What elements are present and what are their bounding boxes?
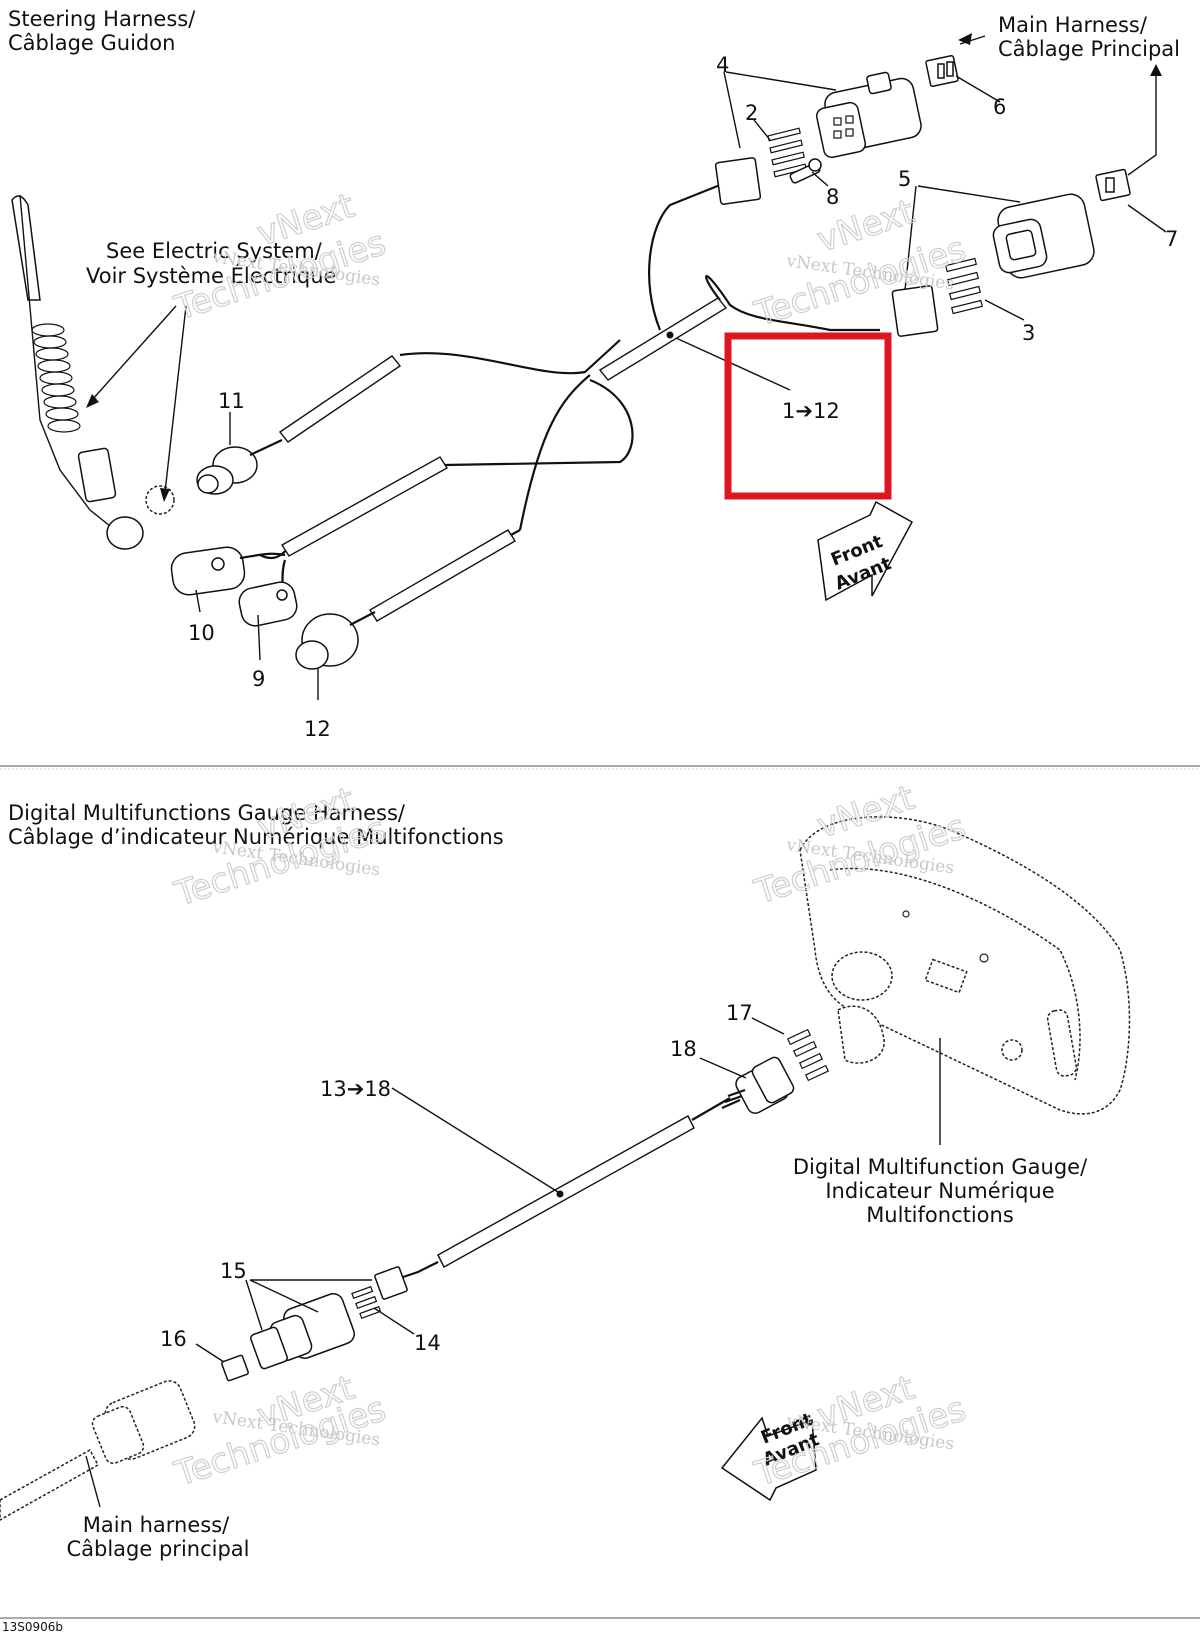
connector-18 <box>721 1056 795 1114</box>
main-harness-label-bottom-en: Main harness/ <box>83 1513 230 1537</box>
terminals-17 <box>786 1028 830 1082</box>
main-harness-connector <box>0 1380 196 1521</box>
connector-14-housing <box>374 1266 408 1300</box>
gauge-label-line3: Multifonctions <box>866 1203 1014 1227</box>
steering-harness-title-en: Steering Harness/ <box>8 7 196 31</box>
sensor-10 <box>170 546 286 596</box>
figure-code: 13S0906b <box>2 1620 63 1634</box>
connector-6-wedge <box>925 54 959 88</box>
callout-8: 8 <box>826 185 839 209</box>
callout-13-18: 13➔18 <box>320 1077 391 1101</box>
connector-15 <box>250 1293 355 1370</box>
callout-15: 15 <box>220 1259 247 1283</box>
gauge-harness-title-fr: Câblage d’indicateur Numérique Multifonc… <box>8 825 504 849</box>
callout-17: 17 <box>726 1001 753 1025</box>
callout-1-12: 1➔12 <box>782 399 840 423</box>
main-harness-label-fr: Câblage Principal <box>998 37 1180 61</box>
callout-7: 7 <box>1165 227 1178 251</box>
terminals-14 <box>351 1285 382 1320</box>
gauge-label-line2: Indicateur Numérique <box>825 1179 1054 1203</box>
top-section: Steering Harness/ Câblage Guidon Main Ha… <box>8 7 1180 741</box>
callout-10: 10 <box>188 621 215 645</box>
see-electric-label-fr: Voir Système Électrique <box>86 263 336 288</box>
steering-harness-title-fr: Câblage Guidon <box>8 31 175 55</box>
callout-11: 11 <box>218 389 245 413</box>
highlight-box <box>724 332 892 500</box>
terminals-3 <box>944 257 984 315</box>
sensor-11 <box>196 439 283 495</box>
callout-18: 18 <box>670 1037 697 1061</box>
front-direction-arrow: Front Avant <box>817 500 914 602</box>
gauge-label-line1: Digital Multifunction Gauge/ <box>793 1155 1088 1179</box>
callout-2: 2 <box>745 101 758 125</box>
main-harness-label-en: Main Harness/ <box>998 13 1148 37</box>
callout-9: 9 <box>252 667 265 691</box>
callout-14: 14 <box>414 1331 441 1355</box>
main-harness-label-bottom-fr: Câblage principal <box>66 1537 249 1561</box>
gauge-harness-wire <box>399 1097 731 1280</box>
connector-4 <box>714 71 922 205</box>
connector-7-wedge <box>1095 168 1131 202</box>
callout-6: 6 <box>993 95 1006 119</box>
callout-5: 5 <box>898 167 911 191</box>
see-electric-label-en: See Electric System/ <box>106 239 323 263</box>
steering-coil-cable <box>11 194 175 550</box>
digital-multifunction-gauge <box>799 816 1131 1115</box>
connector-16-wedge <box>221 1354 249 1382</box>
callout-4: 4 <box>716 53 729 77</box>
connector-5 <box>891 193 1095 337</box>
callout-12: 12 <box>304 717 331 741</box>
gauge-harness-title-en: Digital Multifunctions Gauge Harness/ <box>8 801 406 825</box>
steering-harness-wires <box>259 183 880 622</box>
callout-16: 16 <box>160 1327 187 1351</box>
sensor-9 <box>238 581 298 627</box>
bottom-section: Digital Multifunctions Gauge Harness/ Câ… <box>0 777 1131 1561</box>
callout-3: 3 <box>1022 321 1035 345</box>
pin-8 <box>789 158 822 184</box>
sensor-12 <box>295 611 376 670</box>
terminals-2 <box>767 127 807 178</box>
